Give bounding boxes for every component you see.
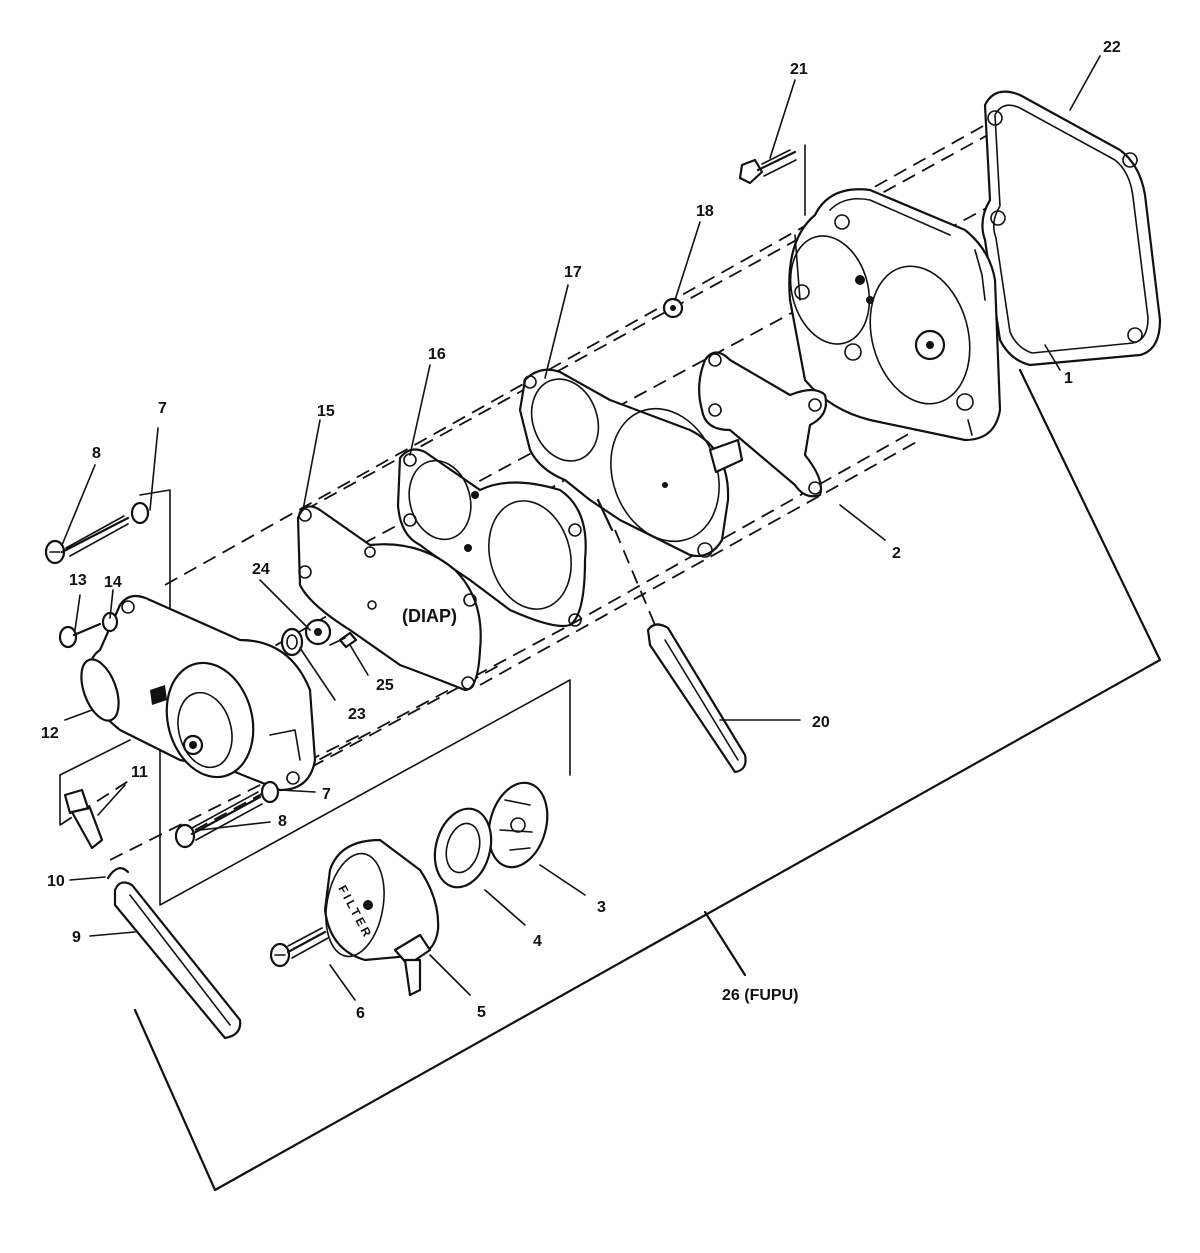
- part-11-fitting: [63, 788, 104, 850]
- callout-4: 4: [533, 933, 542, 950]
- callout-14: 14: [104, 574, 122, 591]
- leader-lines: [61, 55, 1101, 1001]
- part-8-upper-screw: [44, 515, 130, 565]
- callout-20: 20: [812, 714, 830, 731]
- callout-5: 5: [477, 1004, 486, 1021]
- part-2-bracket-plate: [698, 351, 828, 498]
- part-9-hose: [113, 881, 242, 1040]
- callout-26-fupu: 26 (FUPU): [722, 987, 798, 1004]
- callout-24: 24: [252, 561, 270, 578]
- callout-23: 23: [348, 706, 366, 723]
- part-16-gasket: [396, 448, 587, 628]
- part-4-gasket: [433, 807, 493, 889]
- callout-22: 22: [1103, 39, 1121, 56]
- part-22-gasket: [981, 90, 1162, 367]
- diaphragm-label: (DIAP): [402, 606, 457, 626]
- part-20-hose: [614, 529, 747, 774]
- part-6-screw: [269, 927, 329, 968]
- part-12-lower-housing: [80, 594, 317, 792]
- part-13-screw: [58, 622, 102, 649]
- callout-11: 11: [131, 764, 148, 781]
- callout-10: 10: [47, 873, 65, 890]
- callout-1: 1: [1064, 370, 1073, 387]
- callout-16: 16: [428, 346, 446, 363]
- part-21-bolt: [738, 144, 806, 216]
- part-10-clamp: [106, 867, 130, 880]
- part-1-upper-housing: [788, 188, 1002, 442]
- callout-8-upper: 8: [92, 445, 101, 462]
- assembly-bracket-lines: [133, 368, 1162, 1192]
- callout-18: 18: [696, 203, 714, 220]
- part-5-filter-bowl: FILTER: [323, 838, 440, 997]
- callout-labels: 1 2 3 4 5 6 7 7 8 8 9 10 11 12 13 14 15 …: [41, 39, 1121, 1022]
- part-17-pump-body: [518, 368, 744, 558]
- callout-3: 3: [597, 899, 606, 916]
- callout-17: 17: [564, 264, 582, 281]
- part-18-nut: [662, 297, 684, 319]
- part-3-screen: [487, 781, 549, 869]
- callout-12: 12: [41, 725, 59, 742]
- part-8-lower-screw: [174, 791, 263, 849]
- callout-2: 2: [892, 545, 901, 562]
- part-7-upper-washer: [130, 501, 150, 525]
- callout-9: 9: [72, 929, 81, 946]
- callout-13: 13: [69, 572, 87, 589]
- callout-7-upper: 7: [158, 400, 167, 417]
- callout-15: 15: [317, 403, 335, 420]
- callout-7-lower: 7: [322, 786, 331, 803]
- part-7-lower-washer: [260, 780, 280, 804]
- callout-21: 21: [790, 61, 808, 78]
- callout-8-lower: 8: [278, 813, 287, 830]
- part-15-diaphragm: (DIAP): [296, 505, 482, 692]
- callout-6: 6: [356, 1005, 365, 1022]
- parts-23-24-25-hardware: [280, 618, 358, 657]
- callout-25: 25: [376, 677, 394, 694]
